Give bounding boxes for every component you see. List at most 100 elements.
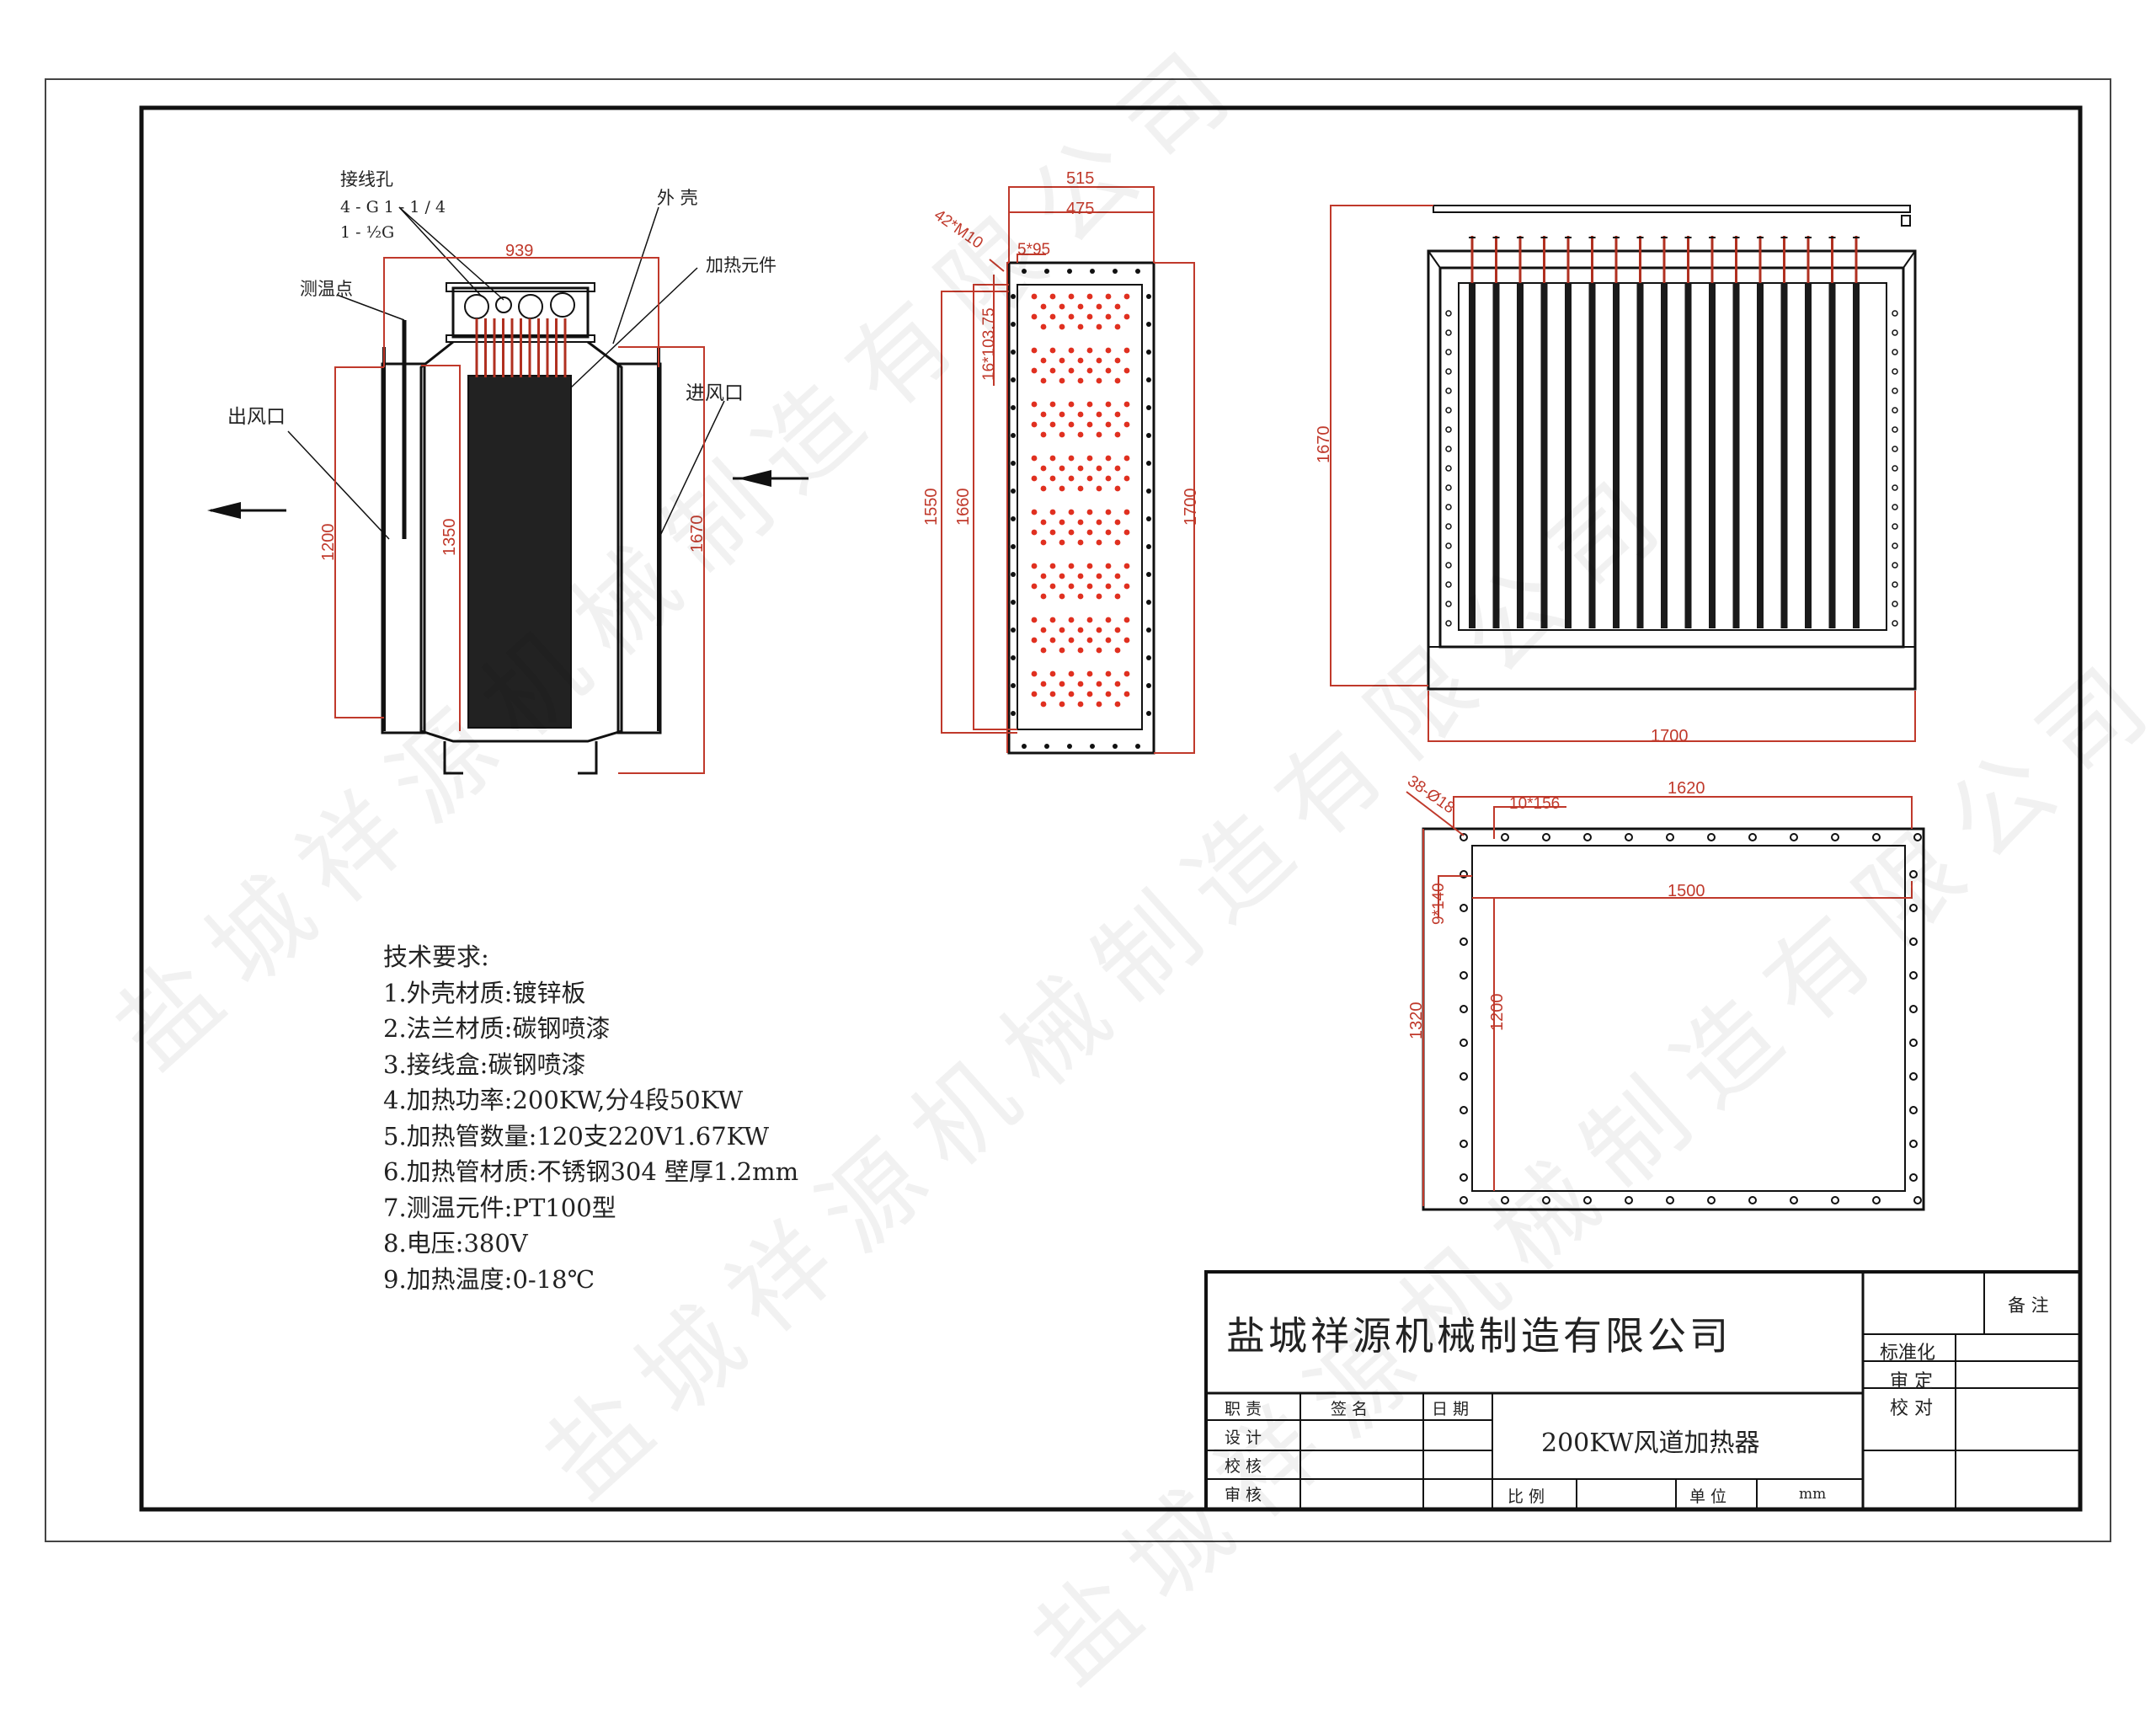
bolt-hole [1909,1173,1918,1182]
perforation [1086,347,1093,354]
tb-proofread: 校 对 [1890,1398,1933,1419]
dim-side-1670: 1670 [688,515,707,553]
dim-flange-pitch-top: 5*95 [1017,241,1050,259]
bolt-hole [1892,542,1898,549]
perforation [1114,647,1121,654]
perforation [1077,681,1084,687]
perforation [1123,347,1130,354]
bolt-hole [1445,329,1452,336]
perforation [1077,573,1084,579]
bolt-hole [1011,516,1016,521]
perforation [1123,670,1130,677]
bolt-hole [1892,310,1898,317]
perforation [1123,691,1130,697]
front-bolt-holes [1445,310,1898,627]
bolt-hole [1445,465,1452,472]
perforation [1086,421,1093,428]
perforation [1114,593,1121,600]
perforation [1077,411,1084,418]
perforation [1123,637,1130,644]
perforation [1049,691,1056,697]
perforation [1096,377,1102,384]
bolt-hole [1542,1196,1550,1204]
bolt-hole [1113,269,1118,274]
tb-design: 设 计 [1225,1429,1262,1447]
perforation [1086,563,1093,569]
perforation [1086,509,1093,515]
perforation [1086,293,1093,300]
heating-tube [1636,283,1644,628]
perforation [1040,465,1047,472]
bolt-hole [1445,368,1452,375]
bolt-hole [1909,971,1918,980]
perforation [1105,475,1112,482]
bolt-hole [1460,1106,1468,1114]
label-shell: 外 壳 [657,188,698,208]
dim-bottom-1200: 1200 [1488,994,1507,1032]
flange-perforations [1031,293,1130,708]
perforation [1077,519,1084,526]
bolt-hole [1831,1196,1839,1204]
bolt-hole [1892,581,1898,588]
perforation [1114,377,1121,384]
bolt-hole [1011,655,1016,660]
tech-item: 4.加热功率:200KW,分4段50KW [383,1086,744,1114]
bolt-hole [1090,269,1095,274]
bolt-hole [1011,489,1016,494]
perforation [1059,681,1065,687]
perforation [1096,539,1102,546]
perforation [1031,293,1038,300]
bottom-view: 38-Ø18 10*156 9*140 1620 1500 1320 1200 [1404,772,1925,1211]
heating-tube [1805,283,1812,628]
perforation [1059,647,1065,654]
tech-item: 7.测温元件:PT100型 [383,1193,616,1222]
perforation [1086,313,1093,320]
perforation [1059,485,1065,492]
dim-side-width: 939 [505,242,533,260]
tech-item: 5.加热管数量:120支220V1.67KW [383,1121,770,1151]
perforation [1105,583,1112,590]
title-block-grid [1204,1270,2082,1511]
perforation [1096,519,1102,526]
bolt-hole [1011,711,1016,716]
perforation [1086,637,1093,644]
perforation [1059,627,1065,633]
perforation [1096,303,1102,310]
perforation [1114,627,1121,633]
bolt-hole [1707,1196,1716,1204]
bolt-hole [1022,269,1027,274]
label-wiring-spec-2: 1 - ½G [340,223,394,242]
perforation [1123,617,1130,623]
tech-item: 6.加热管材质:不锈钢304 壁厚1.2mm [383,1157,799,1186]
bolt-hole [1445,484,1452,491]
perforation [1096,323,1102,330]
tech-item: 2.法兰材质:碳钢喷漆 [383,1014,611,1043]
perforation [1114,681,1121,687]
perforation [1096,593,1102,600]
bolt-hole [1146,516,1151,521]
perforation [1040,539,1047,546]
perforation [1114,465,1121,472]
perforation [1031,637,1038,644]
bolt-hole [1146,572,1151,577]
engineering-drawing: 接线孔 4 - G 1 - 1 / 4 1 - ½G 外 壳 加热元件 测温点 … [45,78,2111,1542]
bolt-hole [1011,377,1016,382]
heating-tube [1684,283,1692,628]
perforation [1114,411,1121,418]
bolt-hole [1542,833,1550,841]
product-name: 200KW风道加热器 [1541,1429,1760,1458]
bolt-hole [1501,833,1509,841]
perforation [1068,421,1075,428]
perforation [1040,377,1047,384]
perforation [1040,593,1047,600]
bolt-hole [1445,349,1452,355]
bolt-hole [1044,744,1049,749]
tb-approval: 审 定 [1890,1371,1933,1392]
heating-tube [1517,283,1524,628]
perforation [1096,431,1102,438]
perforation [1077,357,1084,364]
perforation [1123,475,1130,482]
perforation [1049,583,1056,590]
perforation [1086,583,1093,590]
heating-tube [1540,283,1548,628]
